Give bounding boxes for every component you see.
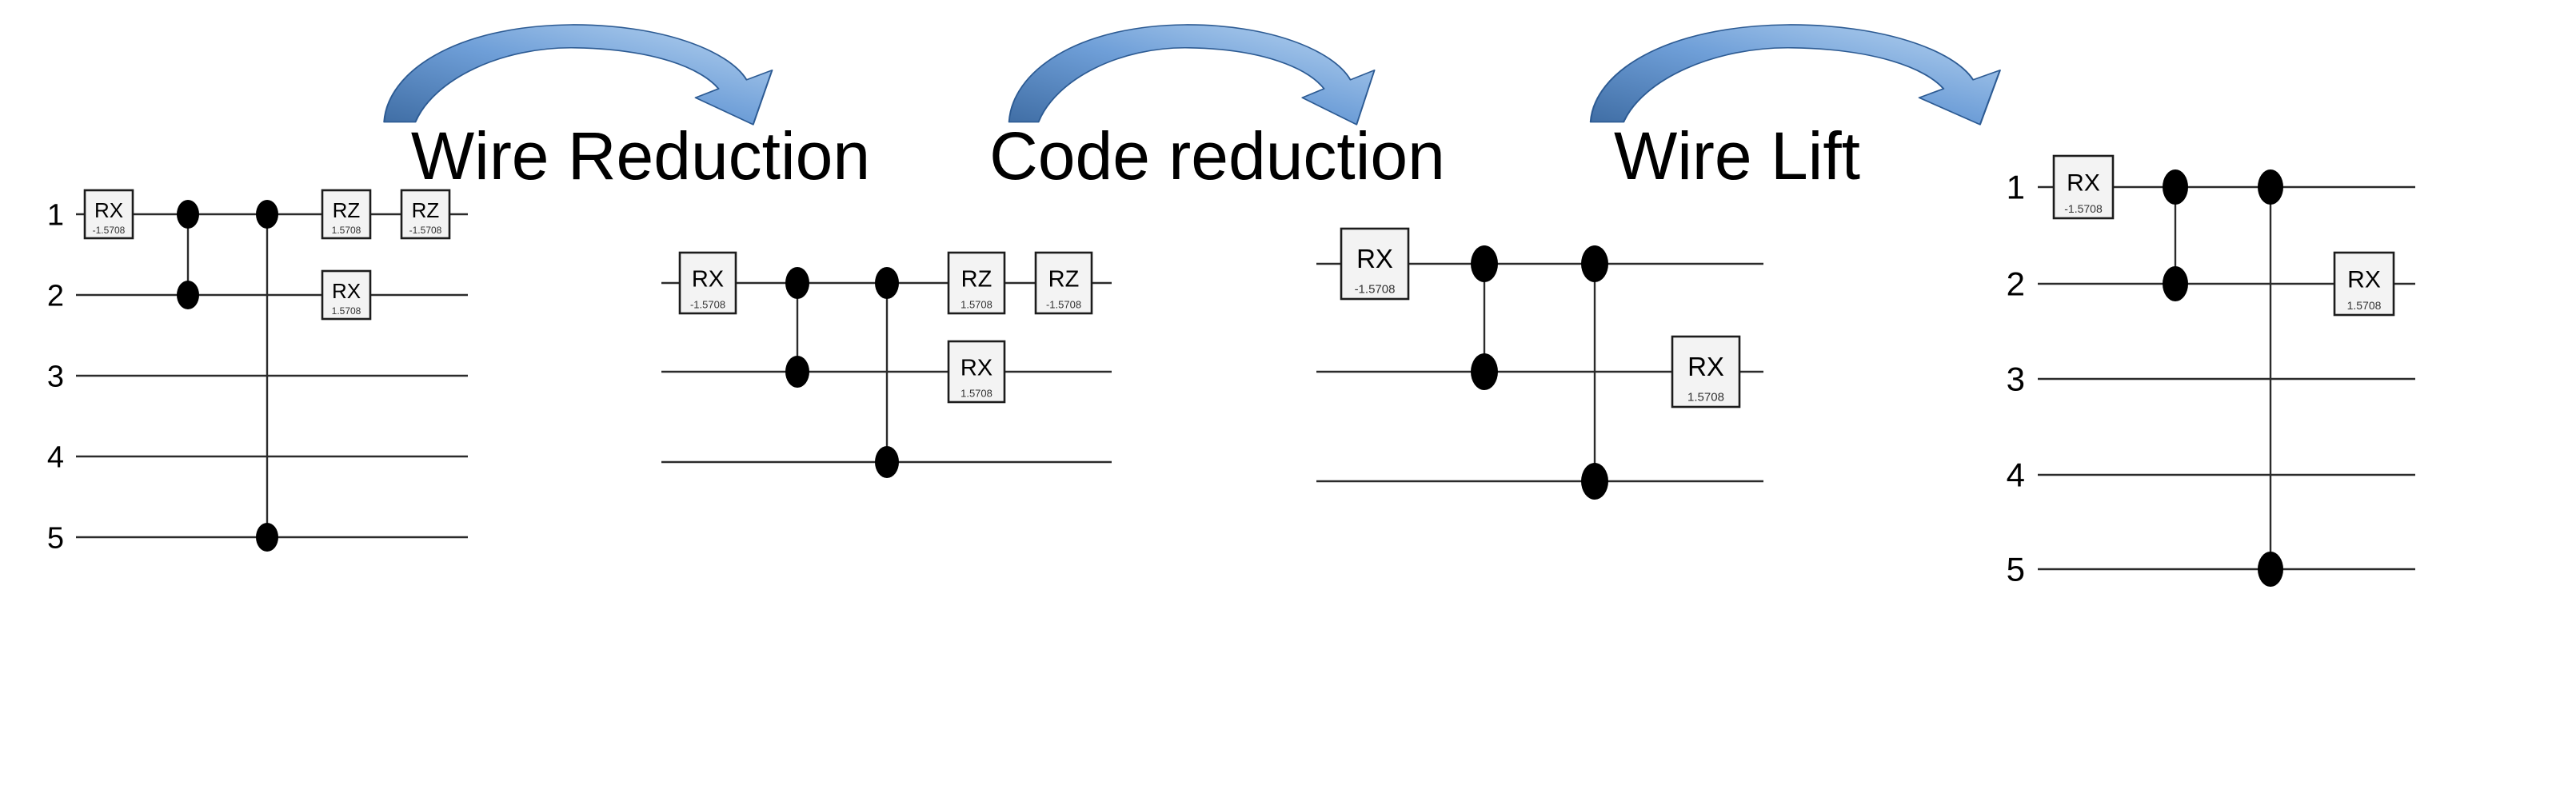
- gate-label: RX: [961, 355, 992, 381]
- control-dot: [177, 200, 199, 229]
- gate-box-rx: [2333, 251, 2395, 317]
- gate-value: 1.5708: [961, 299, 992, 311]
- control-dot: [2163, 169, 2188, 205]
- control-dot: [1581, 245, 1608, 282]
- gate-box-rx: [678, 251, 737, 315]
- gate-label: RX: [2347, 267, 2381, 293]
- gate-box-rx: [83, 189, 134, 240]
- gate-box-rx: [2052, 154, 2115, 220]
- gate-label: RX: [1356, 244, 1393, 273]
- gate-label: RX: [692, 266, 724, 292]
- gate-label: RZ: [961, 266, 992, 292]
- wire-label-4: 4: [2007, 456, 2025, 494]
- control-dot: [1581, 463, 1608, 500]
- gate-label: RX: [332, 279, 361, 303]
- step-label-code-reduction: Code reduction: [989, 118, 1445, 193]
- control-dot: [785, 267, 809, 299]
- gate-box-rz: [400, 189, 451, 240]
- control-dot: [2258, 552, 2283, 587]
- gate-value: -1.5708: [93, 225, 126, 236]
- wire-label-3: 3: [47, 360, 64, 393]
- gate-value: 1.5708: [332, 225, 361, 236]
- step-code-reduction: Code reduction: [989, 24, 1445, 193]
- gate-value: -1.5708: [1355, 283, 1396, 297]
- step-label-wire-reduction: Wire Reduction: [411, 118, 870, 193]
- control-dot: [256, 200, 278, 229]
- step-wire-reduction: Wire Reduction: [383, 23, 870, 193]
- gate-label: RX: [94, 198, 123, 222]
- gate-value: -1.5708: [1046, 299, 1081, 311]
- wire-label-1: 1: [47, 198, 64, 232]
- control-dot: [875, 267, 899, 299]
- curved-arrow-icon: [383, 23, 773, 126]
- gate-label: RX: [1687, 352, 1724, 381]
- control-dot: [177, 281, 199, 309]
- step-label-wire-lift: Wire Lift: [1614, 118, 1860, 193]
- control-dot: [1471, 353, 1498, 390]
- control-dot: [2163, 266, 2188, 301]
- curved-arrow-icon: [1008, 24, 1376, 126]
- wire-label-2: 2: [47, 279, 64, 313]
- gate-box-rz: [947, 251, 1006, 315]
- gate-box-rx: [1671, 335, 1741, 408]
- gate-label: RX: [2067, 170, 2100, 197]
- gate-value: 1.5708: [1687, 391, 1724, 404]
- gate-value: -1.5708: [690, 299, 725, 311]
- gate-box-rz: [321, 189, 372, 240]
- step-wire-lift: Wire Lift: [1589, 23, 2001, 193]
- gate-label: RZ: [412, 198, 440, 222]
- gate-value: 1.5708: [2347, 299, 2382, 312]
- wire-label-4: 4: [47, 440, 64, 474]
- gate-label: RZ: [1048, 266, 1080, 292]
- wire-label-2: 2: [2007, 265, 2025, 303]
- gate-value: 1.5708: [961, 388, 992, 400]
- control-dot: [2258, 169, 2283, 205]
- curved-arrow-icon: [1589, 23, 2001, 126]
- control-dot: [875, 446, 899, 478]
- gate-value: -1.5708: [2064, 202, 2103, 215]
- gate-box-rx: [321, 269, 372, 321]
- control-dot: [256, 523, 278, 552]
- wire-label-1: 1: [2007, 169, 2025, 206]
- control-dot: [785, 356, 809, 388]
- gate-box-rx: [947, 340, 1006, 404]
- gate-box-rx: [1340, 227, 1410, 301]
- wire-label-3: 3: [2007, 361, 2025, 398]
- wire-label-5: 5: [47, 521, 64, 555]
- gate-value: -1.5708: [409, 225, 442, 236]
- wire-label-5: 5: [2007, 551, 2025, 588]
- control-dot: [1471, 245, 1498, 282]
- gate-box-rz: [1034, 251, 1093, 315]
- gate-value: 1.5708: [332, 305, 361, 317]
- gate-label: RZ: [333, 198, 361, 222]
